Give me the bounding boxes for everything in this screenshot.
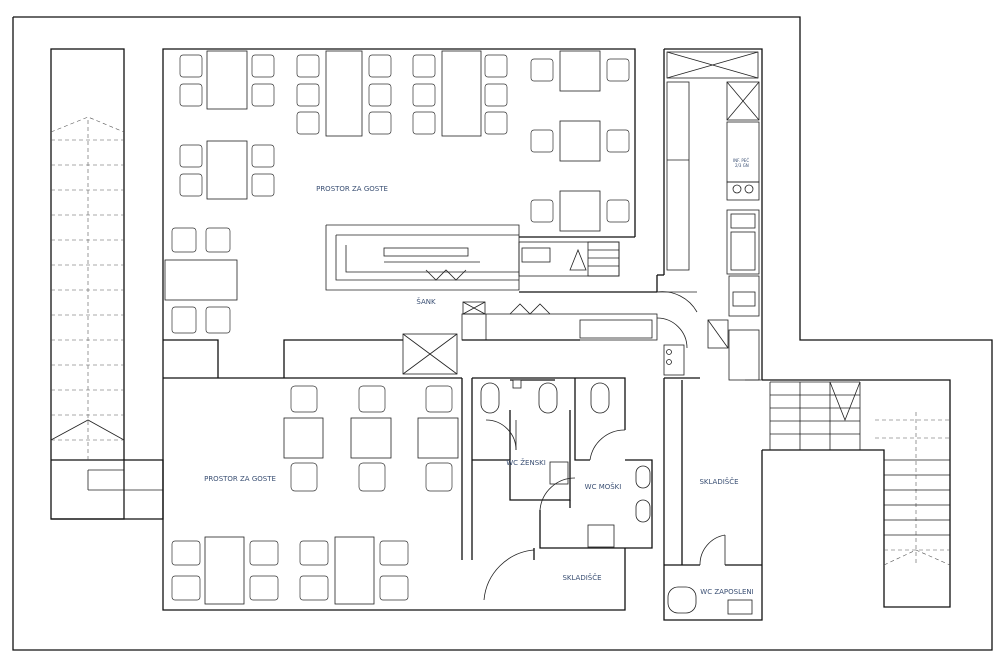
label-bar: ŠANK [416, 297, 436, 306]
label-guest-upper: PROSTOR ZA GOSTE [316, 185, 388, 193]
upper-chairs [171, 54, 630, 334]
right-staircase [762, 379, 951, 608]
room-labels: PROSTOR ZA GOSTE PROSTOR ZA GOSTE ŠANK W… [204, 185, 754, 596]
upper-guest-room [162, 48, 636, 378]
label-wc-staff: WC ZAPOSLENI [700, 588, 753, 596]
upper-tables [164, 50, 601, 301]
lower-tables [204, 417, 459, 605]
label-wc-women: WC ŽENSKI [506, 458, 546, 467]
lower-chairs [171, 385, 453, 601]
bar-front-counter [402, 301, 658, 375]
kitchen-label-oven: INF. PEČ [733, 158, 749, 163]
left-staircase [50, 48, 164, 520]
kitchen: INF. PEČ 2/3 GN [663, 48, 763, 381]
wc-area [472, 377, 653, 601]
bar-counter [325, 224, 620, 291]
label-guest-lower: PROSTOR ZA GOSTE [204, 475, 276, 483]
label-wc-men: WC MOŠKI [585, 482, 622, 491]
storage-large [663, 378, 763, 621]
label-storage-small: SKLADIŠČE [562, 573, 601, 582]
lower-guest-room [162, 377, 534, 611]
middle-walls [283, 274, 698, 378]
label-storage-large: SKLADIŠČE [699, 477, 738, 486]
building-outline [12, 16, 993, 651]
storage-small [533, 548, 626, 611]
kitchen-label-oven-sub: 2/3 GN [735, 163, 749, 168]
